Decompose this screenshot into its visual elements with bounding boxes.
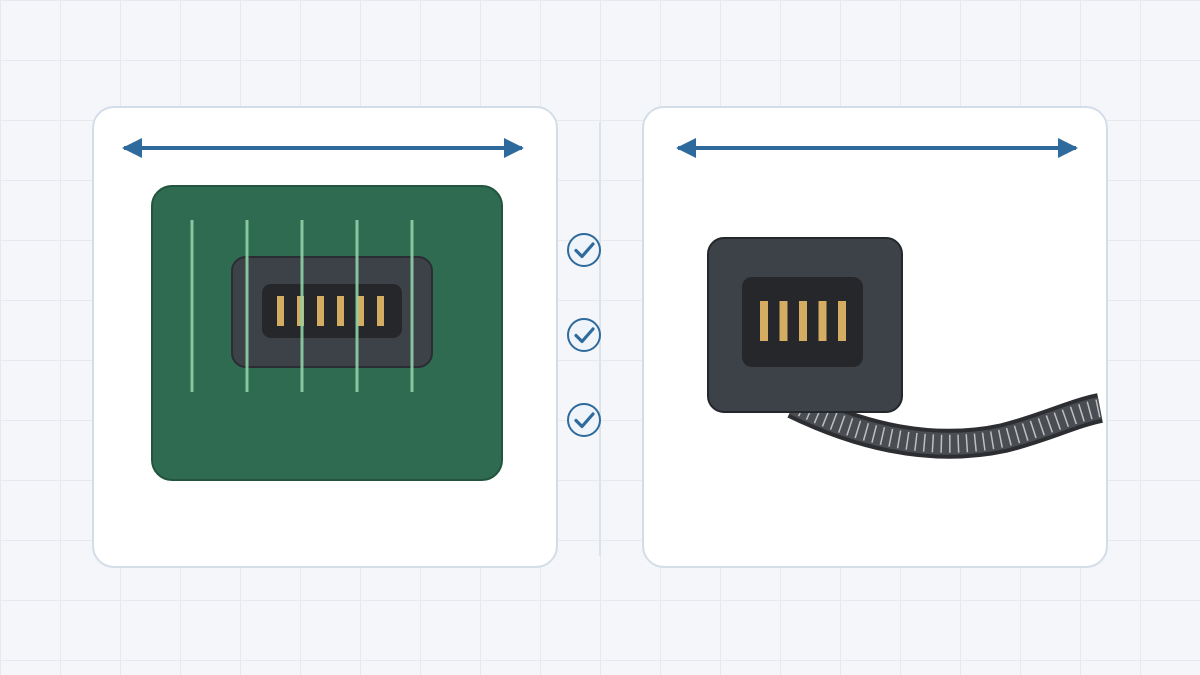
plug-pin	[799, 301, 807, 341]
receptacle-pin	[377, 296, 384, 326]
receptacle-diagram	[122, 138, 524, 481]
check-circle-icon	[567, 318, 601, 352]
plug-pin	[818, 301, 827, 341]
receptacle-pin	[317, 296, 324, 326]
receptacle-pin	[277, 296, 284, 326]
check-circle-icon	[567, 233, 601, 267]
receptacle-pin	[337, 296, 344, 326]
receptacle-pin	[357, 296, 364, 326]
plug-pins	[760, 301, 846, 341]
plug-diagram	[676, 138, 1104, 459]
plug-pin	[779, 301, 788, 341]
plug-pin	[760, 301, 768, 341]
receptacle-panel	[92, 106, 558, 568]
plug-cable-ribbing	[790, 395, 1102, 453]
check-circle-icon	[567, 403, 601, 437]
plug-panel	[642, 106, 1108, 568]
pcb-traces	[190, 220, 414, 392]
plug-pin	[838, 301, 846, 341]
